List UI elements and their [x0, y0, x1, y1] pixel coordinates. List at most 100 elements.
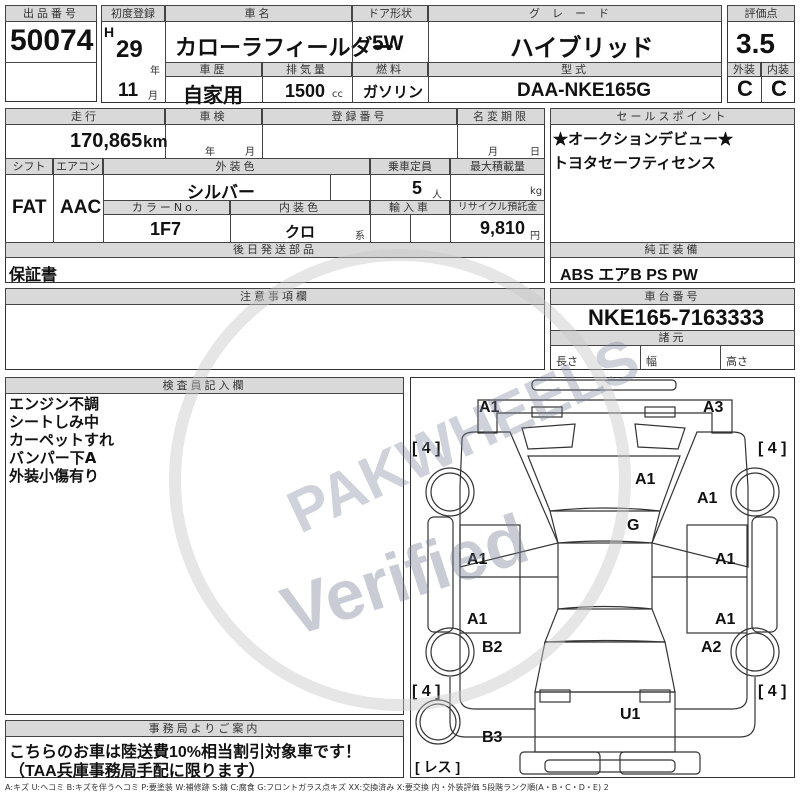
reg-era: H — [104, 24, 115, 40]
shift: FAT — [12, 197, 47, 218]
displacement-unit: cc — [332, 89, 343, 100]
inspection-year: 年 — [205, 147, 215, 158]
car-outline — [415, 379, 780, 775]
length-label: 長さ — [556, 355, 578, 368]
divider — [330, 175, 331, 200]
name-change-month: 月 — [488, 147, 498, 158]
ext-color-label: 外装色 — [103, 158, 370, 175]
legend: A:キズ U:ヘコミ B:キズを伴うヘコミ P:要塗装 W:補修跡 S:錆 C:… — [5, 783, 609, 792]
displacement: 1500 — [285, 81, 326, 101]
recycle-label: リサイクル預託金 — [450, 200, 545, 215]
damage-mark: A2 — [701, 639, 722, 656]
height-label: 高さ — [726, 355, 748, 368]
model-code: DAA-NKE165G — [517, 80, 652, 101]
later-parts: 保証書 — [9, 267, 58, 284]
score-label: 評価点 — [727, 5, 795, 22]
ext-color: シルバー — [187, 183, 255, 202]
color-no-label: カラーNo. — [103, 200, 230, 215]
sales-point: トヨタセーフティセンス — [553, 155, 716, 172]
score: 3.5 — [736, 28, 775, 59]
car-name: カローラフィールダー — [175, 35, 395, 60]
damage-mark: A1 — [467, 611, 488, 628]
spec-label: 諸元 — [550, 330, 795, 346]
displacement-label: 排気量 — [262, 62, 352, 77]
damage-mark: A1 — [479, 399, 500, 416]
divider — [370, 215, 371, 242]
reg-year: 29 — [116, 36, 143, 63]
recycle-unit: 円 — [530, 231, 540, 242]
divider — [262, 125, 263, 158]
reg-label: 初度登録 — [101, 5, 165, 22]
int-score: C — [771, 76, 787, 101]
damage-mark: A1 — [467, 551, 488, 568]
damage-mark: A3 — [703, 399, 724, 416]
int-color-unit: 系 — [355, 231, 365, 242]
equipment: ABS エアB PS PW — [560, 267, 698, 284]
damage-mark: G — [627, 517, 640, 534]
notes-label: 注意事項欄 — [5, 288, 545, 305]
divider — [262, 62, 263, 103]
office-label: 事務局よりご案内 — [5, 720, 404, 737]
name-change-day: 日 — [530, 147, 540, 158]
shift-label: シフト — [5, 158, 53, 175]
divider — [5, 62, 97, 63]
tire-tread: [ 4 ] — [758, 440, 787, 457]
plate-label: 登録番号 — [262, 108, 457, 125]
name-label: 車名 — [165, 5, 352, 22]
lot-label: 出品番号 — [5, 5, 97, 22]
model-label: 型式 — [428, 62, 722, 77]
divider — [370, 175, 371, 200]
damage-mark: B2 — [482, 639, 503, 656]
damage-mark: A1 — [715, 551, 736, 568]
office-message: （TAA兵庫事務局手配に限ります） — [9, 763, 265, 780]
ext-score-label: 外装 — [727, 62, 761, 77]
spare-tire: [ レス ] — [415, 759, 461, 775]
chassis-number: NKE165-7163333 — [588, 305, 765, 330]
damage-mark: U1 — [620, 706, 641, 723]
lot-number: 50074 — [10, 24, 94, 57]
int-score-label: 内装 — [761, 62, 795, 77]
inspector-note: カーペットすれ — [9, 431, 115, 449]
tire-tread: [ 4 ] — [758, 683, 787, 700]
width-label: 幅 — [646, 355, 657, 368]
ac: AAC — [60, 197, 102, 218]
inspector-notes: エンジン不調 シートしみ中 カーペットすれ バンパー下A 外装小傷有り — [9, 395, 114, 485]
divider — [720, 346, 721, 370]
inspection-month: 月 — [245, 147, 255, 158]
inspector-label: 検査員記入欄 — [5, 377, 404, 394]
reg-month-unit: 月 — [148, 91, 158, 102]
equipment-label: 純正装備 — [550, 242, 795, 258]
sales-label: セールスポイント — [550, 108, 795, 125]
import-label: 輸入車 — [370, 200, 450, 215]
damage-mark: A1 — [635, 471, 656, 488]
int-color: クロ — [285, 224, 316, 241]
load-label: 最大積載量 — [450, 158, 545, 175]
history: 自家用 — [183, 85, 243, 107]
load-unit: kg — [530, 186, 543, 197]
damage-mark: A1 — [697, 490, 718, 507]
divider — [352, 22, 353, 103]
inspector-note: シートしみ中 — [9, 413, 100, 431]
tire-tread: [ 4 ] — [412, 683, 441, 700]
mileage: 170,865 — [70, 130, 143, 152]
color-no: 1F7 — [150, 219, 182, 239]
damage-mark: A1 — [715, 611, 736, 628]
office-message: こちらのお車は陸送費10%相当割引対象車です！ — [9, 744, 362, 761]
divider — [165, 22, 166, 103]
divider — [428, 22, 429, 103]
divider — [53, 175, 54, 242]
door-type: 5W — [372, 32, 404, 55]
history-label: 車歴 — [165, 62, 262, 77]
door-label: ドア形状 — [352, 5, 428, 22]
divider — [761, 62, 762, 103]
ac-label: エアコン — [53, 158, 103, 175]
divider — [230, 215, 231, 242]
mileage-unit: km — [143, 132, 168, 151]
grade-label: グレード — [428, 5, 722, 22]
fuel-label: 燃料 — [352, 62, 428, 77]
capacity-unit: 人 — [432, 190, 442, 201]
ext-score: C — [737, 76, 753, 101]
divider — [457, 125, 458, 158]
inspection-label: 車検 — [165, 108, 262, 125]
reg-year-unit: 年 — [150, 66, 160, 77]
